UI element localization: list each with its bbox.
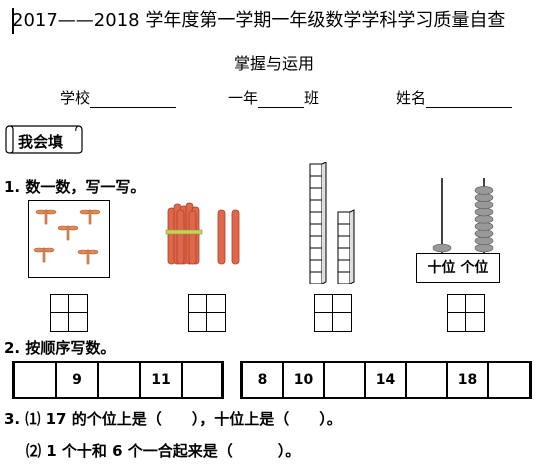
seq2-cell[interactable] — [488, 362, 530, 398]
name-field: 姓名 — [396, 87, 513, 108]
answer-grid-dragonflies[interactable] — [50, 294, 88, 332]
unit-cube — [337, 223, 351, 237]
seq1-cell[interactable] — [14, 362, 56, 398]
ones-bead — [474, 186, 494, 195]
seq1-cell[interactable] — [182, 362, 222, 398]
seq1-cell[interactable]: 9 — [56, 362, 98, 398]
q3-number: 3. — [4, 410, 21, 428]
unit-cube — [309, 235, 323, 249]
ones-bead — [474, 200, 494, 210]
name-blank[interactable] — [426, 89, 513, 108]
stick-bundle-picture — [165, 202, 240, 265]
ones-bead — [474, 243, 494, 253]
q1-text: 数一数，写一写。 — [25, 178, 146, 196]
seq2-cell[interactable] — [324, 362, 365, 398]
answer-grid-cubes[interactable] — [314, 294, 352, 332]
class-label: 班 — [304, 89, 320, 107]
seq2-cell[interactable]: 18 — [447, 362, 488, 398]
seq2-cell[interactable]: 8 — [242, 362, 283, 398]
q2-text: 按顺序写数。 — [25, 339, 116, 357]
ones-place-label: 个位 — [460, 260, 489, 276]
seq1-cell[interactable]: 11 — [140, 362, 182, 398]
seq2-cell[interactable]: 10 — [283, 362, 324, 398]
abacus-picture — [432, 178, 494, 254]
answer-grid-sticks[interactable] — [188, 294, 226, 332]
unit-cube — [309, 175, 323, 189]
seq2-cell[interactable] — [406, 362, 447, 398]
unit-cube — [309, 187, 323, 201]
q1-heading: 1. 数一数，写一写。 — [4, 176, 145, 197]
school-label: 学校 — [60, 89, 91, 107]
class-field: 一年 班 — [228, 87, 319, 108]
abacus-place-label: 十位 个位 — [416, 253, 500, 283]
unit-cube — [309, 223, 323, 237]
section-scroll-banner — [5, 125, 83, 154]
q3-part2: ⑵ 1 个十和 6 个一合起来是（ ）。 — [26, 442, 301, 460]
ones-bead — [474, 229, 494, 238]
school-blank[interactable] — [90, 89, 177, 108]
school-field: 学校 — [60, 87, 177, 108]
page-subtitle: 掌握与运用 — [233, 54, 314, 73]
unit-cube — [309, 199, 323, 213]
loose-stick-2 — [231, 209, 240, 265]
unit-cube — [309, 211, 323, 225]
unit-cube — [309, 163, 323, 177]
cube-columns-picture — [309, 162, 355, 284]
loose-stick-1 — [217, 209, 226, 265]
ones-bead — [474, 222, 494, 231]
cube-side — [349, 209, 355, 284]
q3-part1-text: ⑴ 17 的个位上是（ ），十位上是（ ）。 — [25, 410, 342, 428]
q1-number: 1. — [4, 178, 21, 196]
q2-number: 2. — [4, 339, 21, 357]
dragonfly-picture — [28, 200, 110, 278]
cursor-bar — [12, 8, 14, 34]
unit-cube — [337, 235, 351, 249]
ones-bead — [474, 193, 494, 202]
unit-cube — [309, 259, 323, 273]
unit-cube — [337, 271, 351, 284]
cube-side — [321, 162, 327, 284]
unit-cube — [337, 211, 351, 225]
tens-bead — [432, 243, 452, 253]
seq2-cell[interactable]: 14 — [365, 362, 406, 398]
q2-heading: 2. 按顺序写数。 — [4, 337, 115, 358]
ones-bead — [474, 236, 494, 246]
q3-part1: 3. ⑴ 17 的个位上是（ ），十位上是（ ）。 — [4, 408, 342, 429]
grade-prefix: 一年 — [228, 89, 259, 107]
ones-bead — [474, 214, 494, 224]
tens-place-label: 十位 — [427, 260, 456, 276]
section-label: 我会填 — [18, 133, 64, 151]
ones-bead — [474, 207, 494, 217]
name-label: 姓名 — [396, 89, 427, 107]
answer-grid-abacus[interactable] — [447, 294, 485, 332]
unit-cube — [309, 271, 323, 284]
unit-cube — [337, 247, 351, 261]
seq1-cell[interactable] — [98, 362, 140, 398]
unit-cube — [337, 259, 351, 273]
unit-cube — [309, 247, 323, 261]
page-title: 2017——2018 学年度第一学期一年级数学学科学习质量自查 — [12, 10, 506, 31]
dragonfly-icon — [33, 209, 101, 265]
bundle-band — [165, 229, 203, 235]
class-blank[interactable] — [258, 89, 305, 108]
